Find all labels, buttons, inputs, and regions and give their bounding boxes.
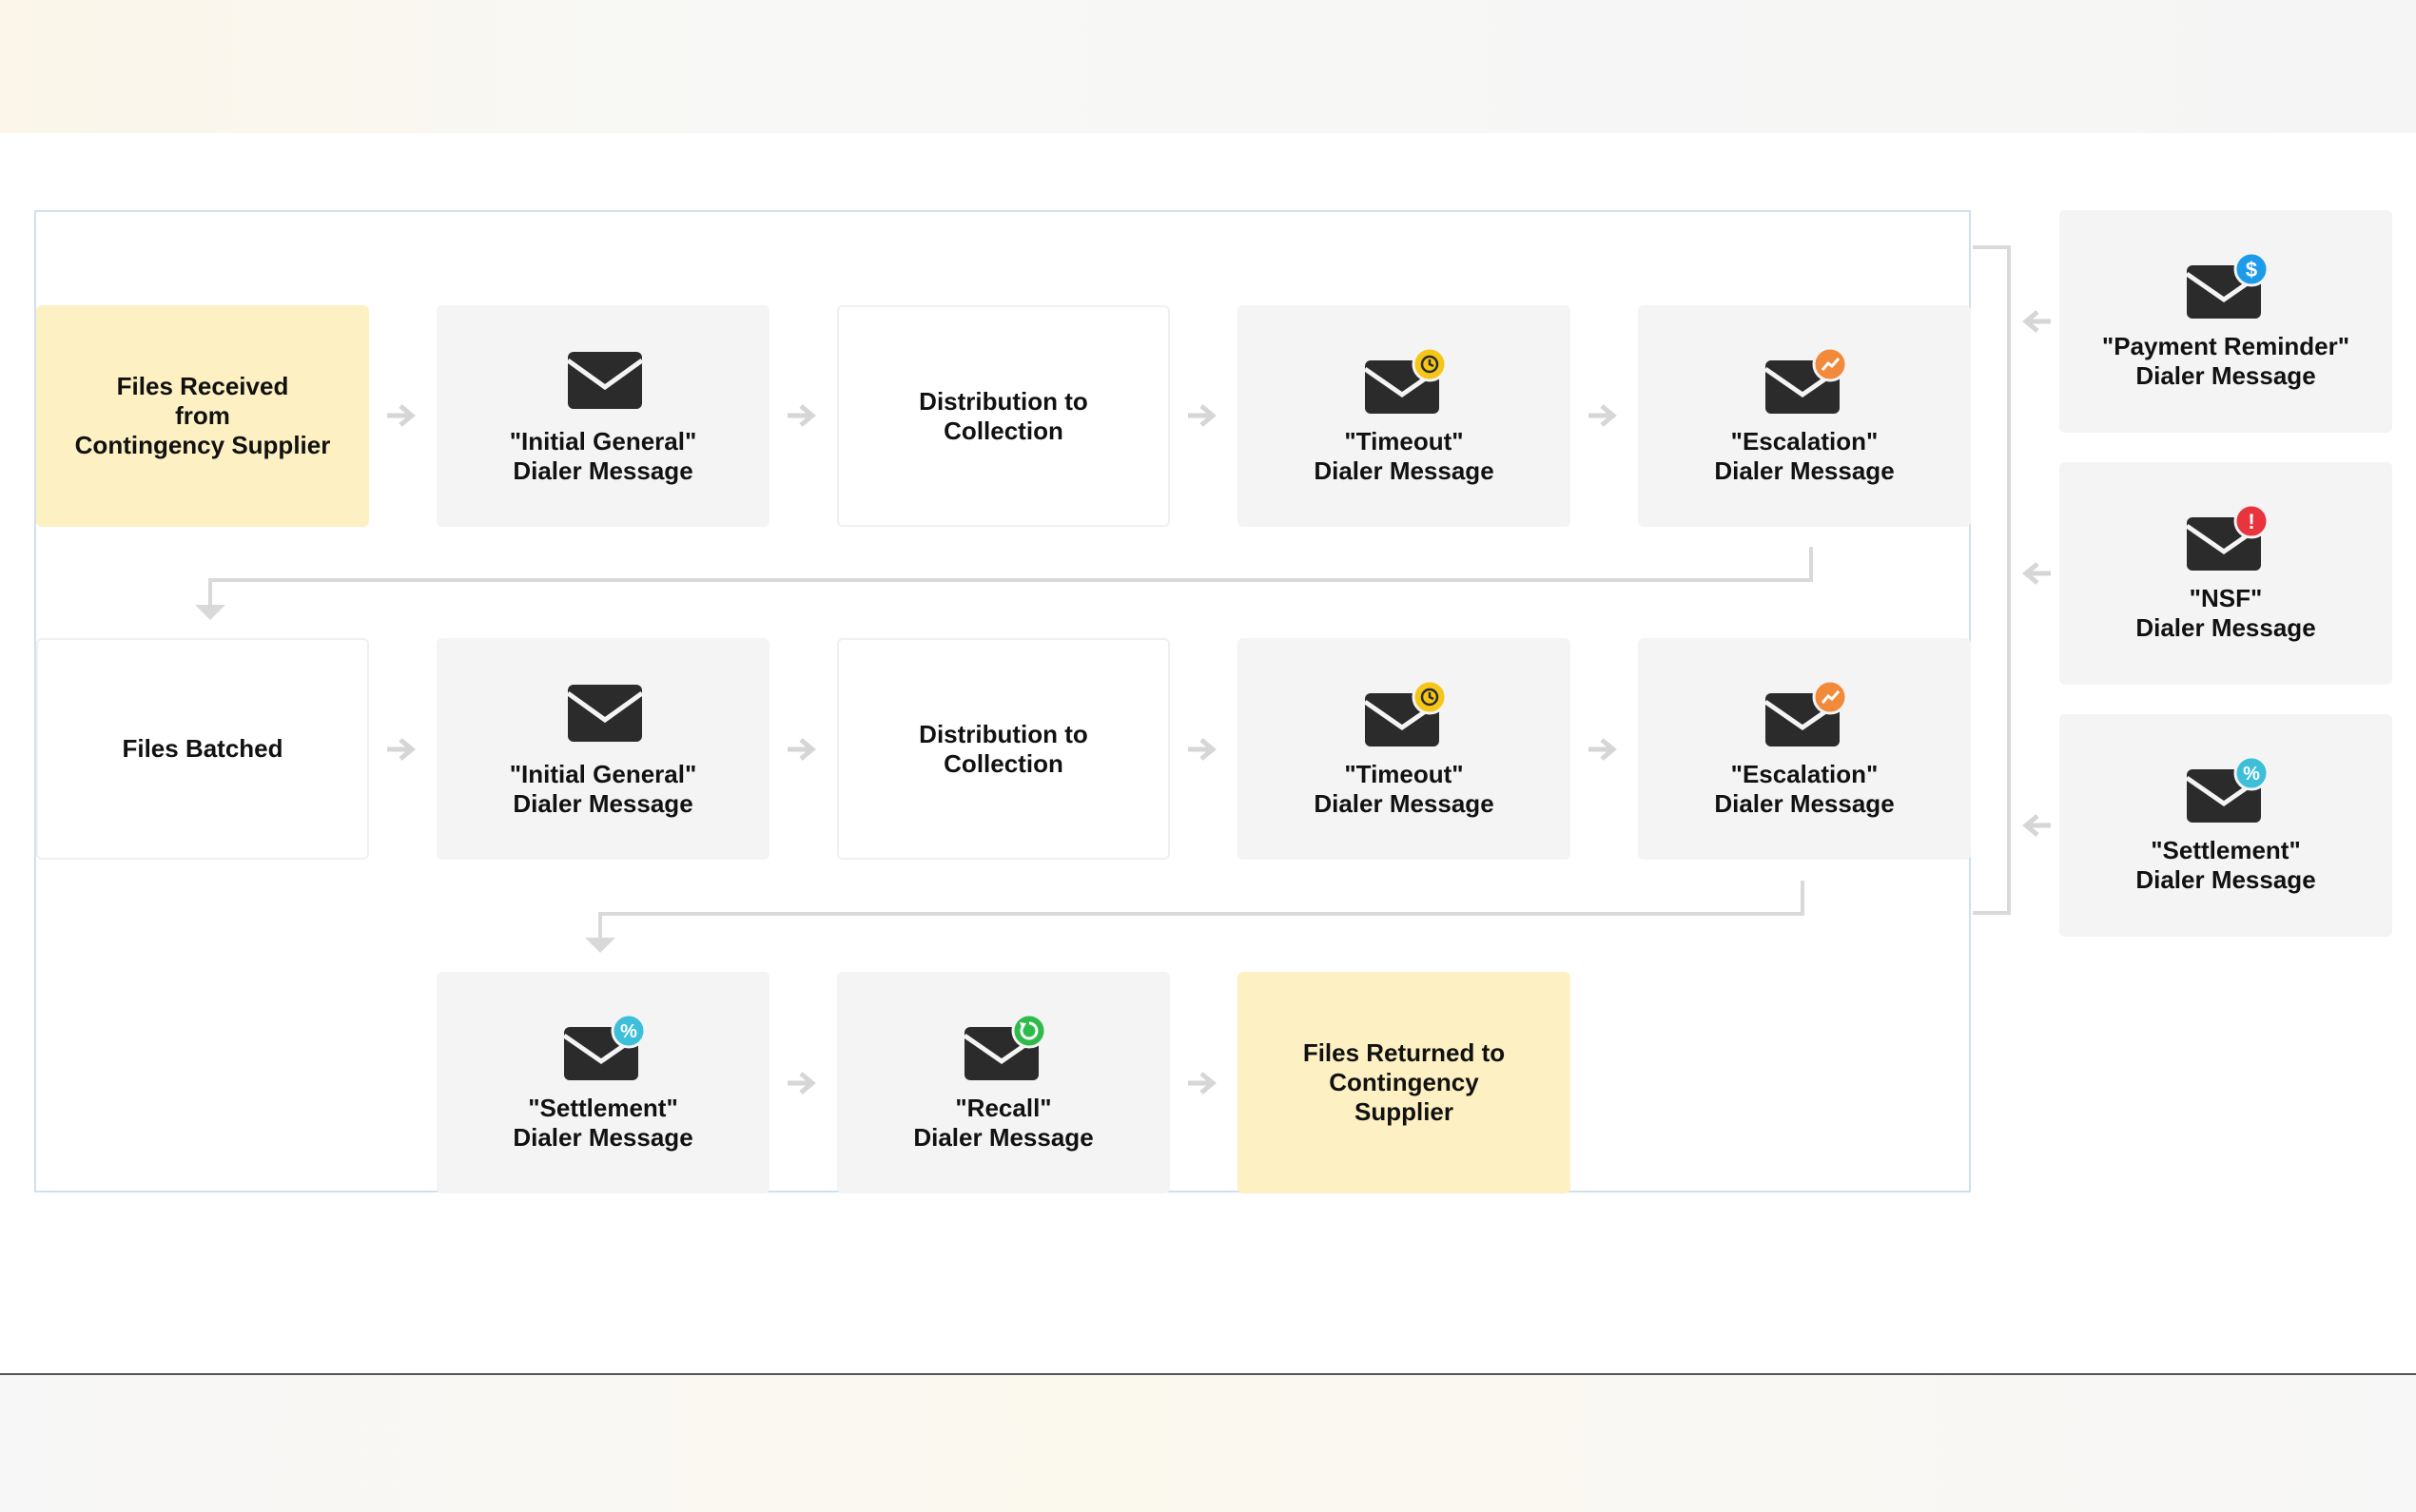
trend-up-icon xyxy=(1821,357,1841,371)
flow-step-label: Distribution to Collection xyxy=(919,719,1088,778)
flow-step-label: "Initial General" Dialer Message xyxy=(509,759,697,818)
flow-step-escalation-2: "Escalation" Dialer Message xyxy=(1638,638,1971,860)
arrow-right-icon xyxy=(788,738,816,761)
connector-row2-row3 xyxy=(598,881,1804,943)
flow-step-initial-general-1: "Initial General" Dialer Message xyxy=(437,305,770,527)
clock-icon xyxy=(1420,688,1439,706)
envelope-icon xyxy=(1363,679,1445,746)
footer-background xyxy=(0,1373,2416,1512)
envelope-icon: % xyxy=(562,1013,644,1080)
flow-step-distribution-2: Distribution to Collection xyxy=(837,638,1170,860)
flow-step-files-batched: Files Batched xyxy=(36,638,369,860)
arrow-left-icon xyxy=(2022,814,2051,837)
flow-step-initial-general-2: "Initial General" Dialer Message xyxy=(437,638,770,860)
flow-step-label: "Initial General" Dialer Message xyxy=(509,426,697,485)
dollar-icon: $ xyxy=(2246,258,2257,281)
flow-step-label: Files Returned to Contingency Supplier xyxy=(1302,1038,1506,1126)
envelope-icon xyxy=(562,347,644,414)
side-message-settlement: % "Settlement" Dialer Message xyxy=(2059,714,2392,937)
clock-icon xyxy=(1420,355,1439,373)
flow-step-files-received: Files Received from Contingency Supplier xyxy=(36,305,369,527)
arrow-right-icon xyxy=(788,404,816,427)
flow-step-timeout-2: "Timeout" Dialer Message xyxy=(1237,638,1570,860)
arrow-right-icon xyxy=(1188,404,1217,427)
envelope-icon xyxy=(1763,679,1845,746)
side-message-label: "Settlement" Dialer Message xyxy=(2135,836,2316,894)
recall-icon xyxy=(1020,1021,1039,1039)
percent-icon: % xyxy=(620,1021,637,1042)
side-message-payment-reminder: $ "Payment Reminder" Dialer Message xyxy=(2059,210,2392,433)
flow-step-label: "Settlement" Dialer Message xyxy=(513,1093,693,1152)
header-background xyxy=(0,0,2416,133)
envelope-icon xyxy=(1363,346,1445,414)
flow-step-label: Files Received from Contingency Supplier xyxy=(74,372,331,459)
arrow-right-icon xyxy=(788,1072,816,1095)
envelope-icon xyxy=(963,1013,1044,1080)
flow-step-files-returned: Files Returned to Contingency Supplier xyxy=(1237,972,1570,1193)
flow-step-label: "Timeout" Dialer Message xyxy=(1314,759,1494,818)
arrow-right-icon xyxy=(1588,404,1617,427)
flow-step-label: "Escalation" Dialer Message xyxy=(1714,759,1895,818)
arrow-right-icon xyxy=(387,738,416,761)
flow-step-timeout-1: "Timeout" Dialer Message xyxy=(1237,305,1570,527)
arrow-left-icon xyxy=(2022,562,2051,585)
envelope-icon: ! xyxy=(2185,504,2267,571)
connector-row1-row2 xyxy=(208,547,1813,611)
flow-step-recall: "Recall" Dialer Message xyxy=(837,972,1170,1193)
arrow-right-icon xyxy=(1188,738,1217,761)
arrow-right-icon xyxy=(1588,738,1617,761)
arrow-right-icon xyxy=(387,404,416,427)
flow-step-label: Files Batched xyxy=(122,734,283,763)
arrow-left-icon xyxy=(2022,310,2051,333)
flow-step-escalation-1: "Escalation" Dialer Message xyxy=(1638,305,1971,527)
side-bracket xyxy=(1973,245,2011,915)
trend-up-icon xyxy=(1821,689,1841,704)
side-message-label: "NSF" Dialer Message xyxy=(2135,584,2316,642)
connector-row2-row3-arrowhead xyxy=(585,938,615,953)
flow-step-label: "Recall" Dialer Message xyxy=(913,1093,1094,1152)
flow-step-label: "Timeout" Dialer Message xyxy=(1314,426,1494,485)
flow-step-settlement: % "Settlement" Dialer Message xyxy=(437,972,770,1193)
envelope-icon: $ xyxy=(2185,252,2267,319)
flow-step-label: Distribution to Collection xyxy=(919,386,1088,445)
envelope-icon xyxy=(562,680,644,746)
connector-row1-row2-arrowhead xyxy=(195,605,225,620)
envelope-icon: % xyxy=(2185,756,2267,823)
percent-icon: % xyxy=(2243,764,2260,785)
side-message-nsf: ! "NSF" Dialer Message xyxy=(2059,462,2392,685)
arrow-right-icon xyxy=(1188,1072,1217,1095)
flow-step-distribution-1: Distribution to Collection xyxy=(837,305,1170,527)
exclamation-icon: ! xyxy=(2248,510,2254,533)
side-message-label: "Payment Reminder" Dialer Message xyxy=(2101,332,2350,390)
flow-step-label: "Escalation" Dialer Message xyxy=(1714,426,1895,485)
envelope-icon xyxy=(1763,346,1845,414)
